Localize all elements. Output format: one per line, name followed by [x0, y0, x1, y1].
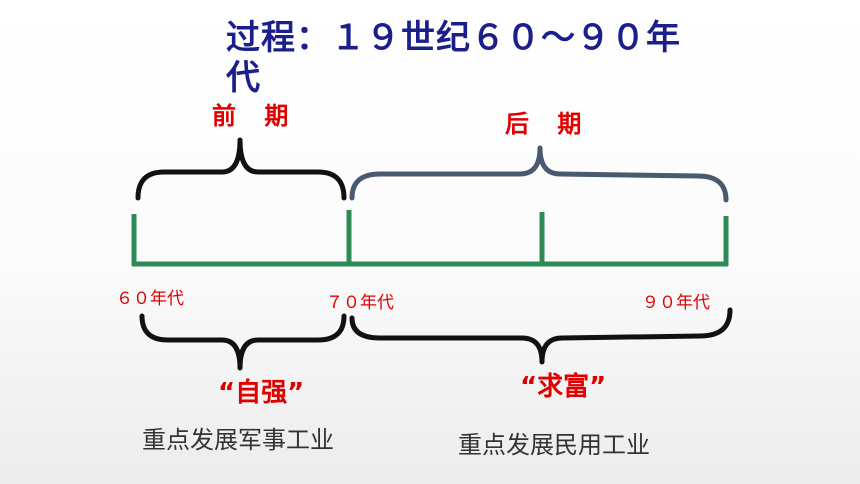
label-early-period: 前 期 [212, 102, 299, 130]
phase-seeking-wealth: “求富” [520, 372, 607, 402]
tick-label-60s: ６０年代 [116, 289, 184, 309]
brace-late-bottom [349, 307, 733, 365]
focus-civilian-industry: 重点发展民用工业 [458, 431, 650, 459]
brace-early-bottom [139, 313, 347, 371]
tick-label-70s: ７０年代 [326, 293, 394, 313]
label-late-period: 后 期 [505, 110, 592, 138]
brace-late-top [349, 145, 729, 203]
timeline-axis [131, 210, 729, 267]
phase-self-strengthening: “自强” [218, 378, 305, 408]
tick-label-90s: ９０年代 [642, 293, 710, 313]
slide-title: 过程：１９世纪６０～９０年代 [226, 18, 681, 98]
focus-military-industry: 重点发展军事工业 [142, 426, 334, 454]
brace-early-top [135, 137, 347, 201]
